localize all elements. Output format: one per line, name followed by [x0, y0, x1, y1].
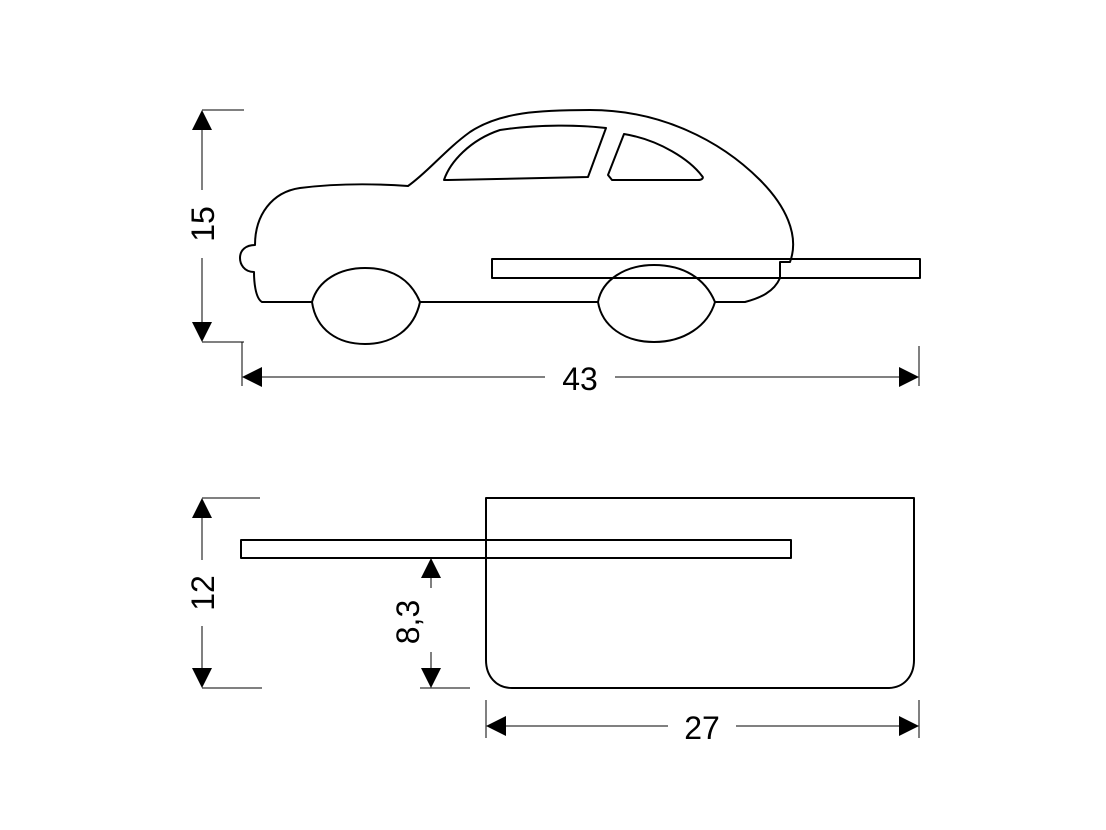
dimension-label-15: 15	[185, 206, 221, 242]
arrow-right	[899, 716, 919, 736]
dimension-width-front: 27	[485, 700, 920, 746]
shelf-board-front	[240, 539, 792, 559]
dimension-label-27: 27	[684, 710, 720, 746]
dimension-label-8-3: 8,3	[390, 600, 426, 644]
arrow-down	[421, 668, 441, 688]
rear-wheel-arc	[311, 301, 421, 345]
arrow-up	[421, 558, 441, 578]
box-outline	[485, 497, 915, 689]
front-wheel-arc	[597, 301, 716, 343]
car-body-outline	[239, 109, 795, 303]
front-view: 12 8,3 27	[185, 497, 920, 746]
dimension-label-12: 12	[185, 575, 221, 611]
dimension-width-side: 43	[241, 342, 920, 397]
shelf-board-side	[491, 258, 921, 279]
dimension-height-side: 15	[185, 109, 244, 343]
arrow-down	[192, 322, 212, 342]
arrow-down	[192, 668, 212, 688]
side-view: 15 43	[185, 109, 921, 397]
arrow-left	[486, 716, 506, 736]
arrow-up	[192, 110, 212, 130]
dimension-height-front: 12	[185, 497, 262, 689]
dimension-shelf-height: 8,3	[390, 558, 470, 689]
arrow-left	[242, 367, 262, 387]
arrow-up	[192, 498, 212, 518]
dimension-label-43: 43	[562, 361, 598, 397]
front-window	[607, 133, 704, 181]
arrow-right	[899, 367, 919, 387]
rear-window	[443, 124, 607, 181]
